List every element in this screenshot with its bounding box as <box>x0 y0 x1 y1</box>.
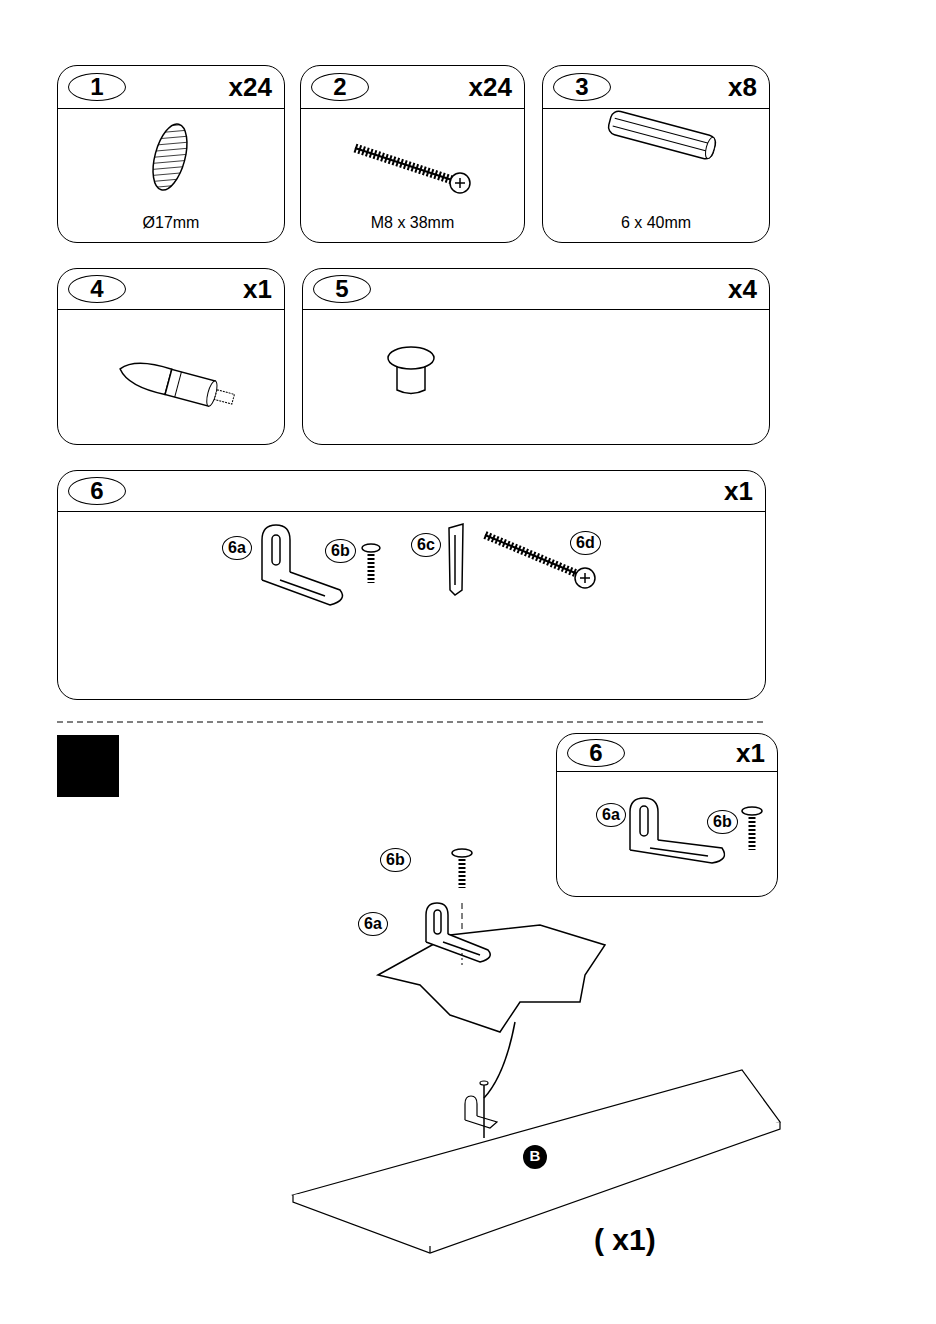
zoom-screw <box>452 849 472 968</box>
panel-b <box>293 1070 780 1253</box>
quantity: x1 <box>243 274 272 304</box>
parts-box: 2 x24 M8 x 38mm <box>300 65 525 243</box>
callout-label: 6c <box>411 533 441 557</box>
callout-number: 6 <box>567 739 625 767</box>
zoom-detail <box>378 925 605 1032</box>
small-screw <box>362 544 380 583</box>
dimension: Ø17mm <box>58 214 284 232</box>
callout-label: 6a <box>596 803 626 827</box>
box-header <box>303 269 769 310</box>
panel-bracket <box>465 1081 497 1138</box>
callout-label: 6b <box>380 848 411 872</box>
quantity: x24 <box>469 72 512 102</box>
parts-box: 4 x1 <box>57 268 285 445</box>
zoom-bracket <box>426 903 490 962</box>
callout-label: 6d <box>570 531 601 555</box>
callout-number: 5 <box>313 275 371 303</box>
callout-label: 6a <box>222 536 252 560</box>
quantity-note: ( x1) <box>594 1223 656 1257</box>
parts-box: 6 x1 <box>57 470 766 700</box>
callout-number: 3 <box>553 73 611 101</box>
callout-number: 1 <box>68 73 126 101</box>
connector-bolt <box>117 356 237 412</box>
l-bracket <box>262 525 342 605</box>
callout-label: 6b <box>325 539 356 563</box>
knob <box>388 347 434 394</box>
inset-bracket <box>630 798 724 863</box>
callout-number: 2 <box>311 73 369 101</box>
box-header <box>58 471 765 512</box>
dimension: M8 x 38mm <box>301 214 524 232</box>
parts-box: 6 x1 <box>556 733 778 897</box>
dowel <box>147 120 194 193</box>
dimension: 6 x 40mm <box>543 214 769 232</box>
step-marker <box>57 735 119 797</box>
parts-box: 3 x8 6 x 40mm <box>542 65 770 243</box>
zoom-leader <box>484 1022 515 1098</box>
quantity: x4 <box>728 274 757 304</box>
separator <box>57 722 766 723</box>
callout-label: 6b <box>707 810 738 834</box>
screw <box>355 148 470 193</box>
quantity: x8 <box>728 72 757 102</box>
callout-number: 6 <box>68 477 126 505</box>
callout-number: 4 <box>68 275 126 303</box>
wall-plug <box>607 109 718 160</box>
parts-box: 5 x4 <box>302 268 770 445</box>
quantity: x1 <box>736 738 765 768</box>
quantity: x24 <box>229 72 272 102</box>
quantity: x1 <box>724 476 753 506</box>
inset-screw <box>742 807 762 850</box>
plug <box>449 524 463 595</box>
panel-letter: B <box>523 1145 547 1169</box>
parts-box: 1 x24Ø17mm <box>57 65 285 243</box>
callout-label: 6a <box>358 912 388 936</box>
